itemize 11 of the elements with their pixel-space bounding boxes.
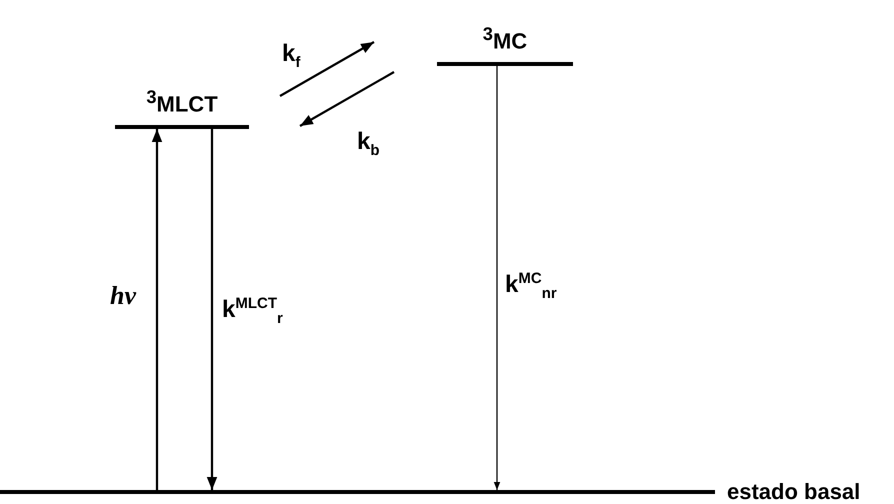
state-label: $^{3}$MLCT [146, 84, 218, 117]
arrow [494, 66, 500, 490]
state-label: $^{3}$MC [482, 22, 528, 54]
state-label: estado basal [727, 479, 860, 504]
arrow [299, 71, 395, 127]
arrow [152, 129, 162, 490]
rate-label: k$_{b}$ [357, 128, 380, 161]
rate-label: k$_{f}$ [282, 40, 300, 73]
arrow [206, 129, 218, 490]
arrow [279, 41, 375, 97]
rate-label: hv [110, 282, 136, 310]
